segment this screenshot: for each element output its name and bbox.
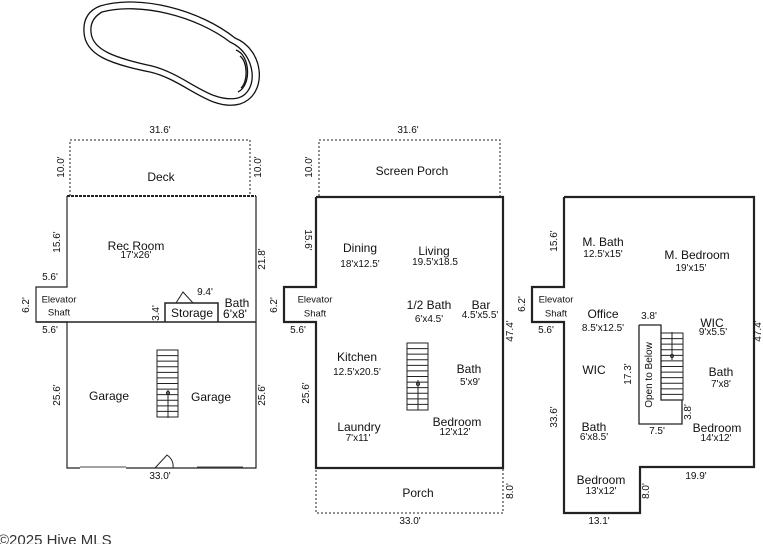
porch-label: Porch [402, 486, 434, 500]
porch-width-dim: 33.0' [399, 516, 421, 527]
deck-depth-right-dim: 10.0' [253, 156, 264, 178]
f1-left-upper-dim: 15.6' [52, 231, 63, 253]
kitchen-size: 12.5'x20.5' [333, 367, 381, 378]
open-top-dim: 3.8' [641, 311, 657, 322]
f2-right-dim: 47.4' [505, 320, 516, 342]
m-bedroom-label: M. Bedroom [664, 248, 730, 262]
f1-elevator-line2: Shaft [47, 307, 71, 319]
f2-elevator-line2: Shaft [303, 308, 327, 320]
screen-porch-depth-dim: 10.0' [304, 156, 315, 178]
screen-porch-label: Screen Porch [375, 164, 449, 178]
f1-bump-top-dim: 5.6' [42, 272, 58, 283]
f1-bump-bottom-dim: 5.6' [42, 325, 58, 336]
open-height-dim: 17.3' [623, 363, 634, 385]
wic-left-label: WIC [582, 363, 606, 377]
rec-room-size: 17'x26' [120, 250, 152, 261]
f3-right-dim: 47.4' [753, 320, 763, 342]
f3-elevator-line2: Shaft [544, 308, 568, 320]
step-width-dim: 19.9' [685, 471, 707, 482]
deck-outline [69, 139, 251, 197]
f3-bedroom-right-size: 14'x12' [700, 433, 732, 444]
living-label: Living [418, 244, 450, 258]
pool-outline [83, 1, 260, 106]
floor2-walls [282, 139, 505, 514]
f3-bedroom-bottom-size: 13'x12' [585, 486, 617, 497]
deck-depth-left-dim: 10.0' [56, 156, 67, 178]
open-bottom-dim: 7.5' [649, 426, 665, 437]
dining-size: 18'x12.5' [340, 259, 380, 270]
dining-label: Dining [342, 241, 378, 255]
deck-label: Deck [147, 170, 175, 184]
floor1-stairs [156, 349, 179, 418]
f2-bump-bottom-dim: 5.6' [290, 325, 306, 336]
f1-elevator-line1: Elevator [41, 294, 77, 306]
garage-right-label: Garage [190, 390, 232, 404]
f1-bath-label: Bath [224, 296, 250, 310]
f1-bottom-dim: 33.0' [149, 471, 171, 482]
f1-bath-size: 6'x8' [223, 307, 247, 321]
f2-elevator-line1: Elevator [297, 294, 333, 306]
office-label: Office [587, 307, 619, 321]
living-size: 19.5'x18.5 [412, 257, 458, 268]
floor1-walls [35, 139, 257, 469]
garage-left-label: Garage [88, 389, 130, 403]
screen-porch-width-dim: 31.6' [397, 125, 419, 136]
f3-left-upper-dim: 15.6' [549, 230, 560, 252]
f2-bump-height-dim: 6.2' [269, 297, 280, 313]
storage-width-dim: 9.4' [197, 287, 213, 298]
f3-bedroom-bottom-label: Bedroom [576, 473, 626, 487]
half-bath-label: 1/2 Bath [406, 298, 452, 312]
f2-bath-label: Bath [456, 362, 482, 376]
f2-bedroom-label: Bedroom [432, 415, 482, 429]
f2-bedroom-size: 12'x12' [439, 427, 471, 438]
floor3-walls [530, 195, 756, 515]
f1-right-upper-dim: 21.8' [257, 248, 268, 270]
watermark: ©2025 Hive MLS [0, 532, 112, 544]
floor3-stairs [660, 332, 684, 401]
wic-right-label: WIC [700, 316, 724, 330]
deck-width-dim: 31.6' [149, 125, 171, 136]
porch-depth-dim: 8.0' [505, 483, 516, 499]
open-notch-dim: 3.8' [683, 404, 694, 420]
half-bath-size: 6'x4.5' [414, 314, 444, 325]
wic-right-size: 9'x5.5' [698, 327, 728, 338]
f3-bath-left-label: Bath [581, 420, 607, 434]
f3-bump-height-dim: 6.2' [517, 296, 528, 312]
f3-bath-right-label: Bath [708, 365, 734, 379]
rec-room-label: Rec Room [107, 239, 165, 253]
f1-bump-height-dim: 6.2' [21, 297, 32, 313]
laundry-size: 7'x11' [345, 433, 371, 444]
storage-label: Storage [170, 306, 214, 320]
bar-size: 4.5'x5.5' [461, 310, 499, 321]
f2-left-lower-dim: 25.6' [301, 382, 312, 404]
porch-outline [315, 467, 504, 514]
f2-bath-size: 5'x9' [460, 377, 480, 388]
f3-bath-right-size: 7'x8' [711, 379, 731, 390]
f3-left-lower-dim: 33.6' [549, 406, 560, 428]
m-bath-size: 12.5'x15' [583, 249, 623, 260]
f3-bath-left-size: 6'x8.5' [579, 432, 609, 443]
floor2-stairs [406, 342, 429, 411]
open-to-below-label: Open to Below [644, 342, 655, 408]
f2-left-upper-dim: 15.6' [302, 229, 313, 251]
f3-bottom-dim: 13.1' [588, 516, 610, 527]
kitchen-label: Kitchen [336, 350, 378, 364]
f3-bump-bottom-dim: 5.6' [538, 325, 554, 336]
f1-right-lower-dim: 25.6' [257, 384, 268, 406]
laundry-label: Laundry [337, 420, 381, 434]
f3-bedroom-right-label: Bedroom [692, 421, 742, 435]
f1-left-lower-dim: 25.6' [52, 384, 63, 406]
m-bedroom-size: 19'x15' [675, 263, 707, 274]
storage-height-dim: 3.4' [151, 305, 162, 321]
f3-elevator-line1: Elevator [538, 294, 574, 306]
bar-label: Bar [471, 298, 491, 312]
m-bath-label: M. Bath [582, 235, 624, 249]
office-size: 8.5'x12.5' [581, 323, 625, 334]
step-height-dim: 8.0' [641, 483, 652, 499]
